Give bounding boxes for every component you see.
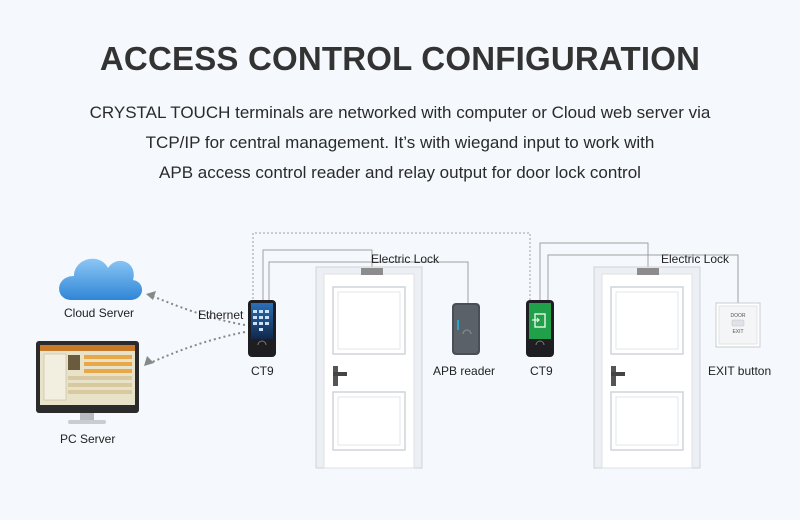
ethernet-label: Ethernet [198, 308, 244, 322]
description: CRYSTAL TOUCH terminals are networked wi… [0, 98, 800, 188]
electric-lock-left-label: Electric Lock [371, 252, 440, 266]
lock-wire-left [262, 249, 373, 303]
arrow-head-cloud-icon [146, 291, 156, 300]
arrow-head-pc-icon [144, 356, 154, 366]
apb-reader-icon [452, 303, 480, 355]
description-line: TCP/IP for central management. It’s with… [145, 133, 655, 152]
ct9-left-device-icon [248, 300, 276, 357]
exit-panel-door-text: DOOR [731, 313, 746, 319]
reader-wire [268, 261, 469, 303]
exit-button-label: EXIT button [708, 364, 772, 378]
lock-wire-right [539, 242, 649, 303]
ct9-right-label: CT9 [530, 364, 553, 378]
electric-lock-right-icon [637, 268, 659, 275]
page-title: ACCESS CONTROL CONFIGURATION [99, 40, 701, 77]
ethernet-links [149, 295, 246, 364]
ct9-left-label: CT9 [251, 364, 274, 378]
cloud-server-label: Cloud Server [64, 306, 135, 320]
door-left [315, 266, 423, 469]
exit-panel-exit-text: EXIT [732, 329, 743, 335]
electric-lock-right-label: Electric Lock [661, 252, 730, 266]
wiring [252, 232, 739, 303]
exit-wire [547, 254, 739, 303]
apb-reader-label: APB reader [433, 364, 496, 378]
pc-server-label: PC Server [60, 432, 116, 446]
description-line: CRYSTAL TOUCH terminals are networked wi… [89, 103, 711, 122]
network-link-wire [252, 232, 531, 303]
pc-monitor-icon [36, 341, 139, 424]
door-right [593, 266, 701, 469]
exit-button-icon: DOOR EXIT [715, 302, 761, 348]
cloud-icon [59, 258, 143, 300]
electric-lock-left-icon [361, 268, 383, 275]
description-line: APB access control reader and relay outp… [159, 163, 641, 182]
ct9-right-device-icon [526, 300, 554, 357]
